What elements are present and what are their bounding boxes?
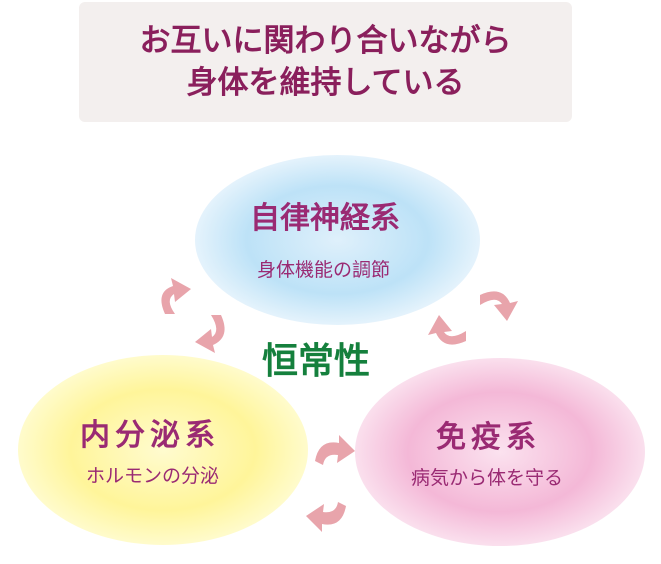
endocrine-subtitle: ホルモンの分泌 [86,465,220,487]
curved-arrow-icon [428,315,466,345]
curved-arrow-icon [480,291,518,321]
curved-arrow-icon [161,278,191,314]
immune-subtitle: 病気から体を守る [411,467,564,489]
homeostasis-label: 恒常性 [262,341,371,382]
curved-arrow-icon [195,315,225,353]
curved-arrow-icon [315,435,355,465]
header-line-1: お互いに関わり合いながら [139,23,512,59]
autonomic-title: 自律神経系 [250,201,400,236]
autonomic-subtitle: 身体機能の調節 [257,259,391,281]
immune-blob [355,358,645,546]
header-line-2: 身体を維持している [186,65,465,101]
curved-arrow-icon [306,502,346,532]
endocrine-blob [18,355,308,545]
immune-title: 免疫系 [436,420,541,455]
header-box: お互いに関わり合いながら 身体を維持している [79,2,572,122]
autonomic-blob [195,155,480,325]
endocrine-title: 内分泌系 [80,418,220,453]
